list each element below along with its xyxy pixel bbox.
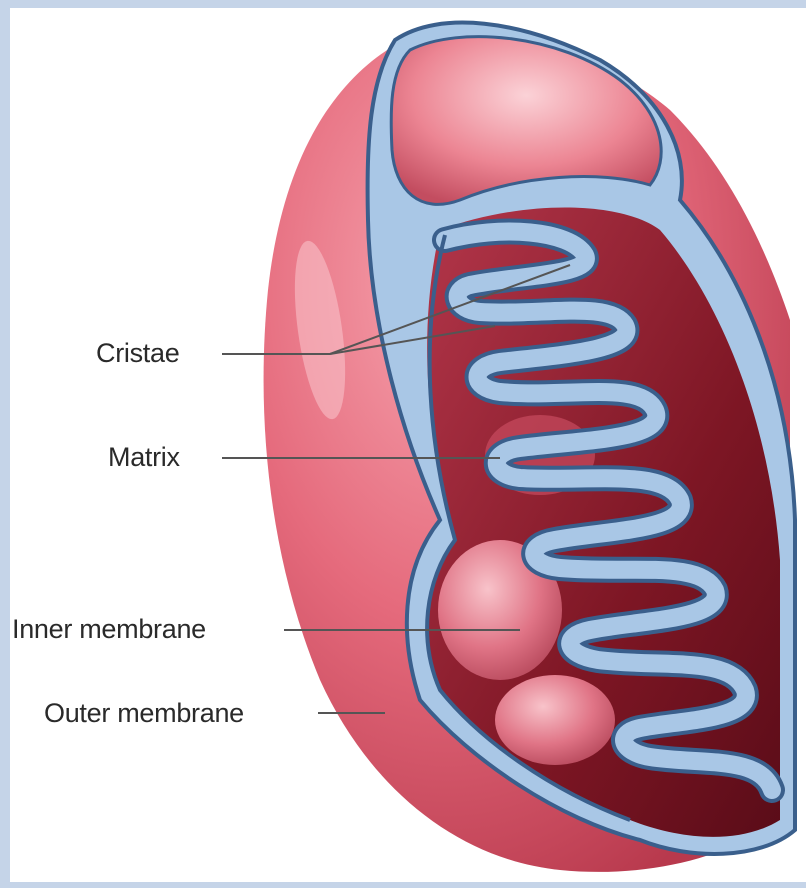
top-cap [391,37,661,205]
inner-membrane-label: Inner membrane [12,616,206,643]
matrix-label: Matrix [108,444,180,471]
matrix-bulge-2 [495,675,615,765]
outer-membrane-label: Outer membrane [44,700,244,727]
cristae-label: Cristae [96,340,179,367]
